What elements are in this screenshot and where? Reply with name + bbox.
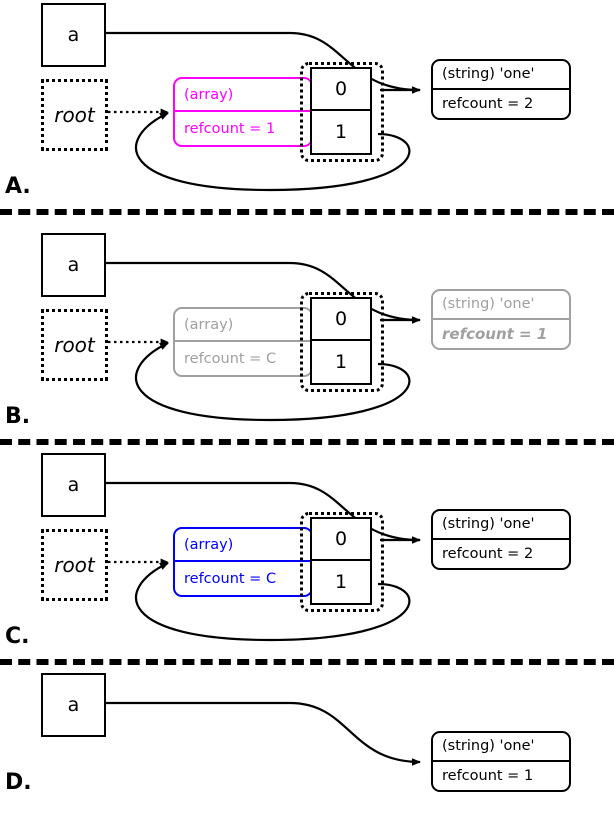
array-refcount-label: refcount = C [184,570,277,587]
panel-divider-2 [0,439,614,445]
root-box-c[interactable]: root [41,529,108,601]
array-elements-wrapper-a [300,62,384,162]
array-refcount-label: refcount = 1 [184,120,276,137]
string-zval-c[interactable]: (string) 'one' refcount = 2 [431,509,571,570]
array-cell-1[interactable]: 1 [334,351,348,373]
variable-label: a [67,254,80,276]
string-refcount-label: refcount = 1 [442,767,534,784]
array-cell-0[interactable]: 0 [312,299,370,341]
panel-letter-c: C. [5,624,30,649]
array-cell-0[interactable]: 0 [312,519,370,561]
variable-label: a [67,24,80,46]
array-elements-wrapper-c [300,512,384,612]
array-cells-c[interactable]: 0 1 [310,517,372,605]
root-label: root [54,103,95,127]
array-type-label: (array) [175,529,311,562]
root-label: root [54,333,95,357]
panel-letter-a: A. [5,174,31,199]
string-refcount-label: refcount = 2 [442,95,534,112]
panel-b: a root (array) refcount = C 0 1 (string)… [0,230,614,440]
string-type-label: (string) 'one' [433,291,569,320]
array-type-label: (array) [175,79,311,112]
panel-letter-b: B. [5,404,31,429]
variable-box-a[interactable]: a [41,3,106,67]
array-zval-b[interactable]: (array) refcount = C [173,307,313,377]
root-box-b[interactable]: root [41,309,108,381]
panel-c: a root (array) refcount = C 0 1 (string)… [0,450,614,660]
string-type-label: (string) 'one' [433,61,569,90]
panel-d: a (string) 'one' refcount = 1 D. [0,670,614,814]
variable-box-b[interactable]: a [41,233,106,297]
array-cell-0[interactable]: 0 [312,69,370,111]
variable-box-c[interactable]: a [41,453,106,517]
string-zval-b[interactable]: (string) 'one' refcount = 1 [431,289,571,350]
array-type-label: (array) [175,309,311,342]
array-elements-wrapper-b [300,292,384,392]
variable-box-d[interactable]: a [41,673,106,737]
array-zval-a[interactable]: (array) refcount = 1 [173,77,313,147]
root-box-a[interactable]: root [41,79,108,151]
variable-label: a [67,474,80,496]
array-cells-b[interactable]: 0 1 [310,297,372,385]
array-refcount-label: refcount = C [184,350,277,367]
array-cell-1[interactable]: 1 [334,121,348,143]
string-refcount-label: refcount = 2 [442,545,534,562]
array-cells-a[interactable]: 0 1 [310,67,372,155]
panel-divider-3 [0,659,614,665]
string-type-label: (string) 'one' [433,733,569,762]
string-refcount-label: refcount = 1 [442,324,548,343]
panel-letter-d: D. [5,770,32,795]
panel-divider-1 [0,209,614,215]
string-type-label: (string) 'one' [433,511,569,540]
array-zval-c[interactable]: (array) refcount = C [173,527,313,597]
string-zval-d[interactable]: (string) 'one' refcount = 1 [431,731,571,792]
panel-a: a root (array) refcount = 1 0 1 (string)… [0,0,614,210]
root-label: root [54,553,95,577]
string-zval-a[interactable]: (string) 'one' refcount = 2 [431,59,571,120]
array-cell-1[interactable]: 1 [334,571,348,593]
variable-label: a [67,694,80,716]
